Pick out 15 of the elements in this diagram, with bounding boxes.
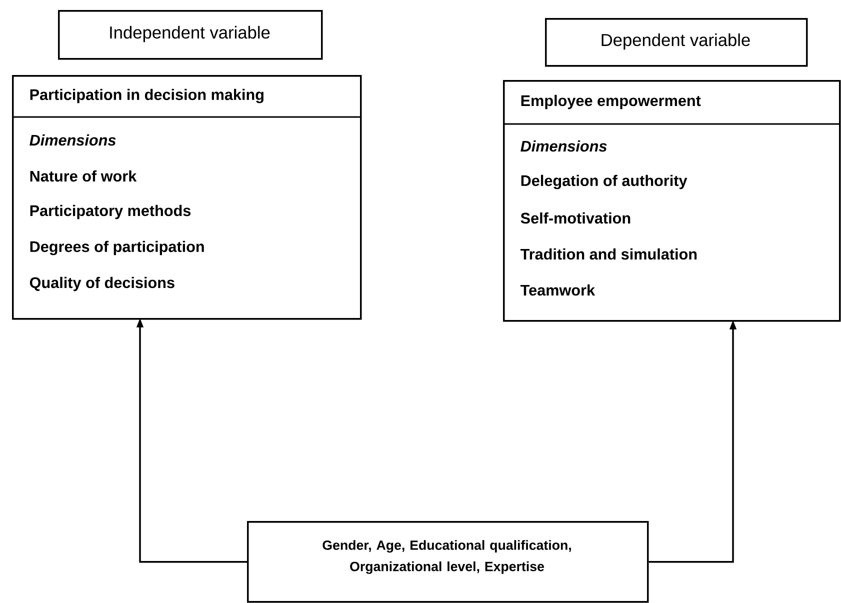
subheading: Dimensions — [30, 134, 116, 146]
dimension-item: Tradition and simulation — [520, 248, 697, 260]
dimension-item: Self-motivation — [520, 212, 630, 224]
box-heading: Employee empowerment — [521, 94, 701, 110]
dimension-item: Participatory methods — [30, 204, 191, 220]
box-label: Dependent variable — [602, 33, 750, 50]
box-label: Independent variable — [110, 26, 270, 42]
dimension-item: Teamwork — [520, 284, 596, 296]
box-label: Gender, Age, Educational qualification, Organizational level, Expertise — [322, 540, 571, 574]
dimension-item: Degrees of participation — [30, 240, 204, 256]
dimension-item: Delegation of authority — [521, 174, 688, 190]
box-heading: Participation in decision making — [30, 88, 264, 104]
dimension-item: Quality of decisions — [30, 276, 174, 292]
subheading: Dimensions — [520, 140, 607, 152]
dimension-item: Nature of work — [30, 170, 137, 182]
